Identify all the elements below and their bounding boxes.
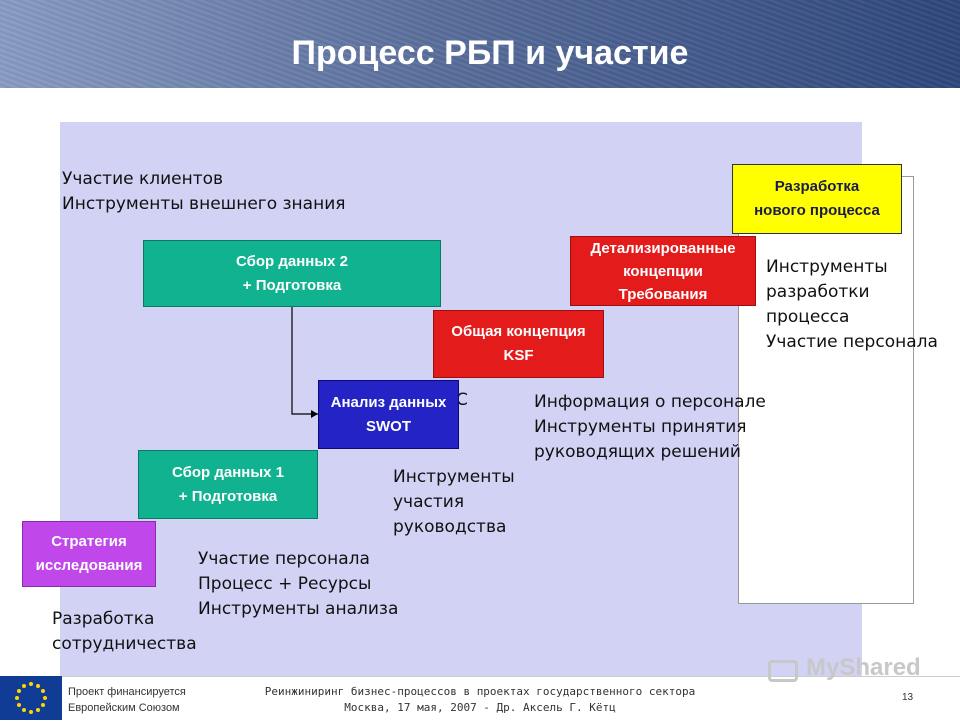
- box-line: концепции: [623, 262, 703, 280]
- research-strategy-box: Стратегия исследования: [22, 521, 156, 587]
- text-line: Разработка: [52, 609, 155, 629]
- eu-star: [36, 708, 40, 713]
- text-line: Инструменты: [766, 257, 888, 277]
- footer-line: Европейским Союзом: [68, 702, 180, 714]
- eu-star: [22, 683, 26, 688]
- eu-star: [22, 708, 26, 713]
- stray-letter: С: [456, 390, 468, 410]
- client-participation-text: Участие клиентов Инструменты внешнего зн…: [62, 167, 345, 217]
- data-analysis-box: Анализ данных SWOT: [318, 380, 459, 449]
- data-collection-1-box: Сбор данных 1 + Подготовка: [138, 450, 318, 519]
- content-panel: [60, 122, 862, 678]
- watermark-text: MyShared: [806, 654, 921, 681]
- text-line: процесса: [766, 307, 850, 327]
- header-banner: [0, 0, 960, 88]
- box-line: Разработка: [774, 178, 860, 195]
- box-line: Анализ данных: [330, 393, 447, 411]
- header-texture: [0, 0, 960, 88]
- text-line: участия: [393, 492, 465, 512]
- box-line: Сбор данных 1: [171, 463, 285, 481]
- text-line: Участие персонала: [198, 549, 370, 569]
- text-line: Информация о персонале: [534, 392, 766, 412]
- box-line: SWOT: [366, 417, 411, 435]
- page-number: 13: [902, 692, 914, 703]
- footer-line: Реинжиниринг бизнес-процессов в проектах…: [264, 685, 696, 698]
- box-line: Сбор данных 2: [235, 252, 349, 270]
- text-line: разработки: [766, 282, 870, 302]
- eu-star: [15, 696, 19, 700]
- text-line: Процесс + Ресурсы: [198, 574, 372, 594]
- myshared-logo-icon: [768, 660, 798, 682]
- box-line: нового процесса: [754, 202, 880, 219]
- box-line: Стратегия: [51, 533, 127, 550]
- eu-star: [29, 710, 33, 714]
- eu-star: [36, 683, 40, 688]
- eu-star: [16, 689, 21, 693]
- box-line: исследования: [35, 557, 143, 574]
- box-line: + Подготовка: [178, 487, 278, 505]
- text-line: Участие персонала: [766, 332, 938, 352]
- general-concept-box: Общая концепция KSF: [433, 310, 604, 378]
- staff-info-text: Информация о персонале Инструменты приня…: [534, 390, 766, 465]
- event-caption: Реинжиниринг бизнес-процессов в проектах…: [240, 684, 720, 716]
- eu-flag-icon: [0, 676, 62, 720]
- process-tools-text: Инструменты разработки процесса Участие …: [766, 255, 938, 355]
- new-process-box: Разработка нового процесса: [732, 164, 902, 234]
- box-line: Требования: [618, 285, 708, 303]
- text-line: Инструменты внешнего знания: [62, 194, 346, 214]
- eu-star: [29, 682, 33, 686]
- text-line: руководящих решений: [534, 442, 741, 462]
- box-line: Общая концепция: [451, 323, 586, 340]
- funding-note: Проект финансируется Европейским Союзом: [68, 684, 186, 716]
- eu-star: [41, 703, 46, 707]
- text-line: Участие клиентов: [62, 169, 224, 189]
- footer-bar: [0, 676, 960, 721]
- eu-star: [43, 696, 47, 700]
- text-line: сотрудничества: [52, 634, 197, 654]
- footer-line: Москва, 17 мая, 2007 - Др. Аксель Г. Кёт…: [344, 701, 616, 714]
- text-line: Инструменты принятия: [534, 417, 747, 437]
- outline-frame: [738, 176, 914, 604]
- cooperation-text: Разработка сотрудничества: [52, 607, 197, 657]
- eu-star: [16, 703, 21, 707]
- data-collection-2-box: Сбор данных 2 + Подготовка: [143, 240, 441, 307]
- staff-participation-text: Участие персонала Процесс + Ресурсы Инст…: [198, 547, 398, 622]
- text-line: руководства: [393, 517, 507, 537]
- box-line: Детализированные: [590, 239, 736, 257]
- management-tools-text: Инструменты участия руководства: [393, 465, 515, 540]
- box-line: KSF: [503, 347, 534, 364]
- eu-star: [41, 689, 46, 693]
- detailed-concepts-box: Детализированные концепции Требования: [570, 236, 756, 306]
- text-line: Инструменты: [393, 467, 515, 487]
- footer-line: Проект финансируется: [68, 686, 186, 698]
- slide-title: Процесс РБП и участие: [291, 34, 689, 72]
- text-line: Инструменты анализа: [198, 599, 399, 619]
- box-line: + Подготовка: [242, 276, 342, 294]
